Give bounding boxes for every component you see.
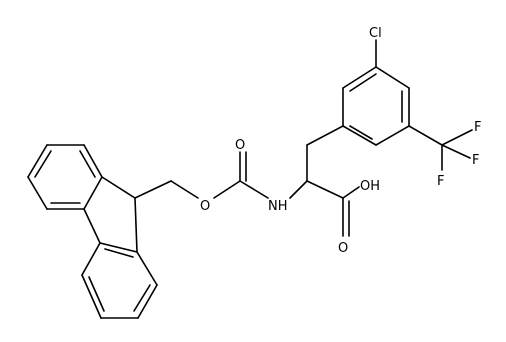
fluorine-label-3: F bbox=[437, 174, 444, 189]
hydroxyl-label: OH bbox=[360, 179, 380, 194]
aryl-ring bbox=[342, 39, 443, 146]
ester-oxygen-label: O bbox=[200, 199, 210, 214]
fluorene-left-ring bbox=[27, 144, 103, 210]
trifluoromethyl-group bbox=[441, 129, 473, 171]
fluorine-label-2: F bbox=[472, 153, 479, 168]
acid-oxygen-label: O bbox=[338, 241, 348, 256]
fluorene-five-ring bbox=[101, 176, 138, 253]
amino-acid-backbone bbox=[289, 125, 360, 237]
chlorine-label: Cl bbox=[369, 26, 382, 41]
carbonyl-oxygen-label: O bbox=[235, 138, 245, 153]
fmoc-linker bbox=[134, 151, 269, 199]
fluorene-right-ring bbox=[81, 208, 158, 319]
amine-label: NH bbox=[268, 199, 288, 214]
fluorine-label-1: F bbox=[474, 120, 481, 135]
